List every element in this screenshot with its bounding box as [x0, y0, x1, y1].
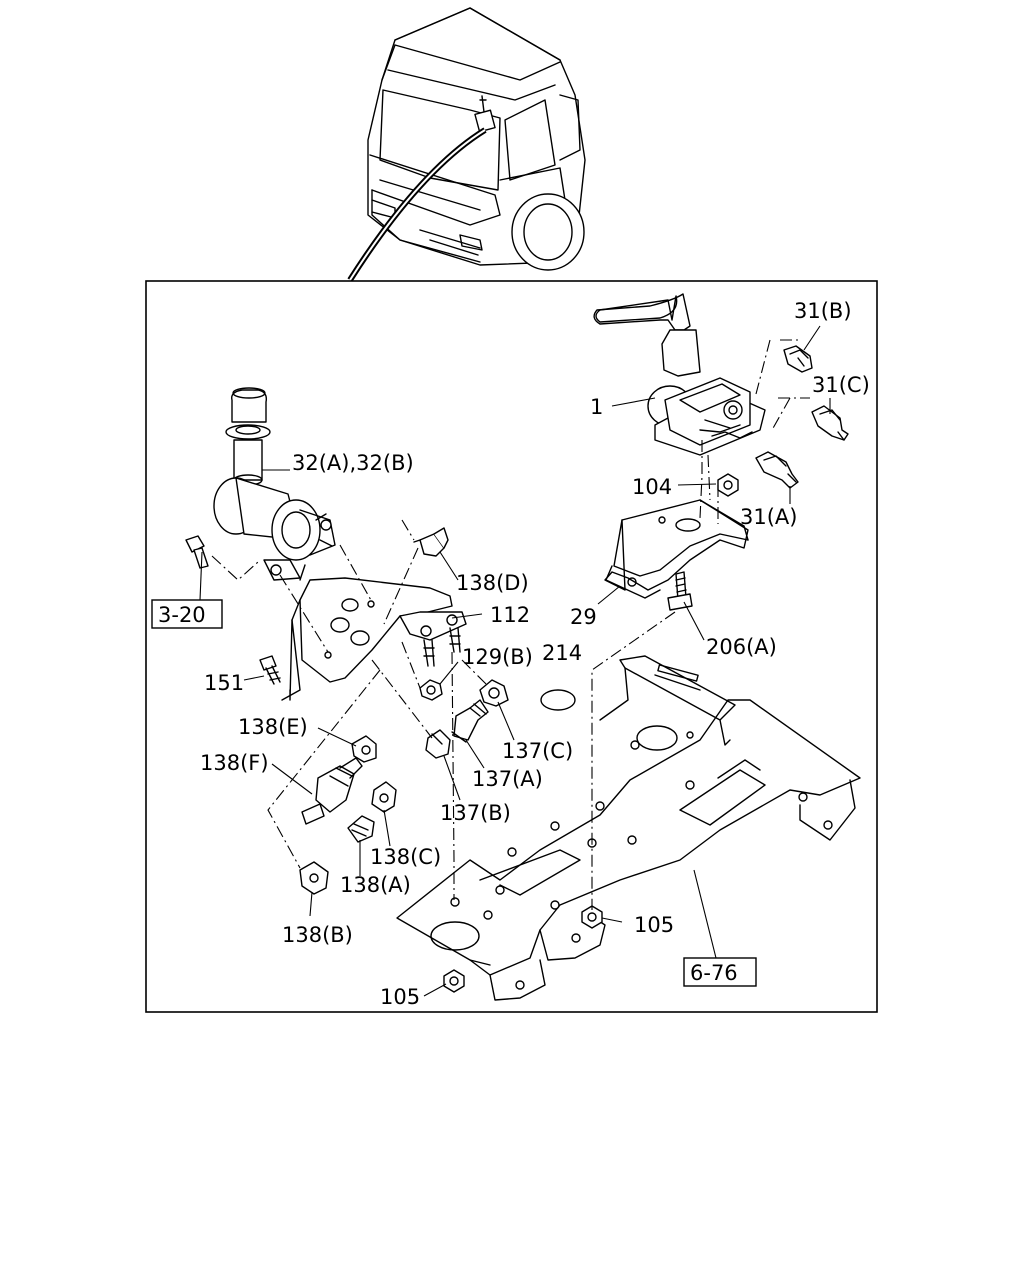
- reference-box-3-20[interactable]: 3-20: [151, 599, 223, 629]
- valve-assembly-32: [213, 387, 336, 581]
- bolt-151: [259, 655, 281, 685]
- label-137c: 137(C): [502, 739, 573, 763]
- label-138a: 138(A): [340, 873, 411, 897]
- assembly-lines: [211, 339, 810, 910]
- bolt-small-left: [185, 535, 209, 569]
- part-labels: 1 31(B) 31(C) 31(A) 104 32(A),32(B) 138(…: [200, 299, 870, 1009]
- reference-3-20-text: 3-20: [158, 603, 206, 627]
- label-138d: 138(D): [456, 571, 529, 595]
- nut-138c: [371, 781, 397, 813]
- label-129b: 129(B): [462, 645, 533, 669]
- bracket-29: [604, 499, 749, 599]
- label-214: 214: [542, 641, 582, 665]
- label-151: 151: [204, 671, 244, 695]
- leader-lines: [199, 325, 831, 997]
- label-112: 112: [490, 603, 530, 627]
- label-104: 104: [632, 475, 672, 499]
- detail-frame: [145, 280, 878, 1013]
- fitting-31c: [811, 405, 849, 441]
- connector-137a: [451, 699, 489, 743]
- label-105-right: 105: [634, 913, 674, 937]
- nut-129b: [419, 679, 443, 701]
- label-31c: 31(C): [812, 373, 870, 397]
- label-137b: 137(B): [440, 801, 511, 825]
- nut-105-bottom: [443, 969, 465, 993]
- label-138c: 138(C): [370, 845, 441, 869]
- bolt-206a: [667, 571, 693, 611]
- label-138b: 138(B): [282, 923, 353, 947]
- fitting-138a: [347, 815, 375, 843]
- label-31b: 31(B): [794, 299, 852, 323]
- fitting-31b: [783, 345, 813, 373]
- fitting-31a: [755, 451, 799, 489]
- hand-control-valve: [593, 293, 766, 456]
- reference-box-6-76[interactable]: 6-76: [683, 957, 757, 987]
- elbow-138d: [413, 527, 449, 557]
- elbow-138e: [351, 735, 377, 763]
- elbow-137b: [425, 729, 451, 759]
- label-138f: 138(F): [200, 751, 269, 775]
- label-31a: 31(A): [740, 505, 797, 529]
- union-138f: [301, 757, 363, 825]
- fitting-137c: [479, 679, 509, 707]
- label-29: 29: [570, 605, 597, 629]
- bracket-112: [281, 577, 467, 701]
- label-1: 1: [590, 395, 603, 419]
- nut-104: [717, 473, 739, 497]
- base-plate: [396, 655, 861, 1001]
- label-105-bottom: 105: [380, 985, 420, 1009]
- elbow-138b: [299, 861, 329, 895]
- label-206a: 206(A): [706, 635, 777, 659]
- plug-214: [540, 689, 576, 711]
- reference-6-76-text: 6-76: [690, 961, 738, 985]
- label-137a: 137(A): [472, 767, 543, 791]
- label-32: 32(A),32(B): [292, 451, 414, 475]
- truck-cab-illustration: [347, 7, 586, 282]
- label-138e: 138(E): [238, 715, 308, 739]
